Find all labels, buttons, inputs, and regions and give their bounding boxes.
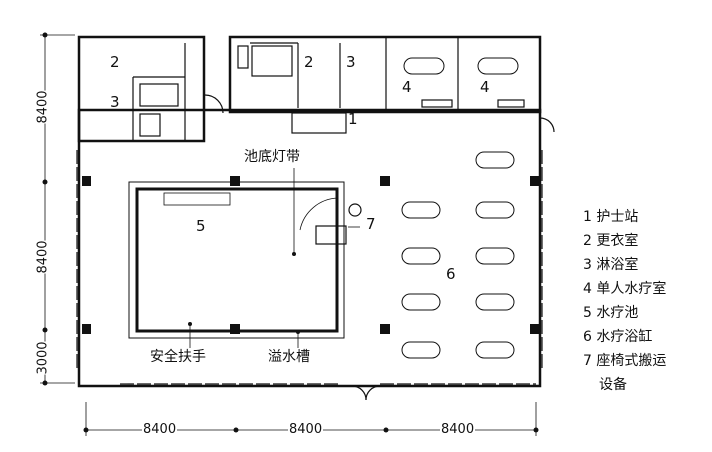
room-1-nurse-station: 1: [348, 110, 358, 128]
dim-v2: 8400: [35, 240, 51, 274]
pool-outer: [128, 181, 345, 339]
handrail-label: 安全扶手: [150, 349, 206, 365]
legend-item: 6 水疗浴缸: [583, 329, 653, 345]
dim-v1: 8400: [35, 90, 51, 124]
room-4-left: 4: [402, 78, 412, 96]
legend-item: 4 单人水疗室: [583, 281, 667, 297]
legend-item: 2 更衣室: [583, 233, 639, 249]
chair-lift: [315, 225, 347, 245]
legend-item: 3 淋浴室: [583, 257, 639, 273]
dim-h3: 8400: [440, 422, 476, 437]
hall-outer-wall: [77, 108, 542, 388]
overflow-label: 溢水槽: [268, 349, 310, 365]
room-4-right: 4: [480, 78, 490, 96]
room-2-right: 2: [304, 53, 314, 71]
right-wing-wall: [228, 35, 542, 114]
room-7-lift: 7: [366, 215, 376, 233]
legend-item-continued: 设备: [599, 377, 627, 393]
dim-v3: 3000: [35, 341, 51, 375]
room-2-left: 2: [110, 53, 120, 71]
dim-h1: 8400: [142, 422, 178, 437]
legend-item: 1 护士站: [583, 209, 639, 225]
room-5-pool: 5: [196, 217, 206, 235]
legend: 1 护士站 2 更衣室 3 淋浴室 4 单人水疗室 5 水疗池 6 水疗浴缸 7…: [583, 205, 666, 397]
pool-stairs: [163, 192, 231, 206]
left-wing-wall: [77, 35, 206, 143]
pool-lights-label: 池底灯带: [244, 149, 300, 165]
dim-h2: 8400: [288, 422, 324, 437]
room-6-tubs: 6: [446, 265, 456, 283]
room-3-left: 3: [110, 93, 120, 111]
legend-item: 7 座椅式搬运: [583, 353, 667, 369]
room-3-right: 3: [346, 53, 356, 71]
legend-item: 5 水疗池: [583, 305, 639, 321]
pool-inner: [135, 187, 339, 333]
